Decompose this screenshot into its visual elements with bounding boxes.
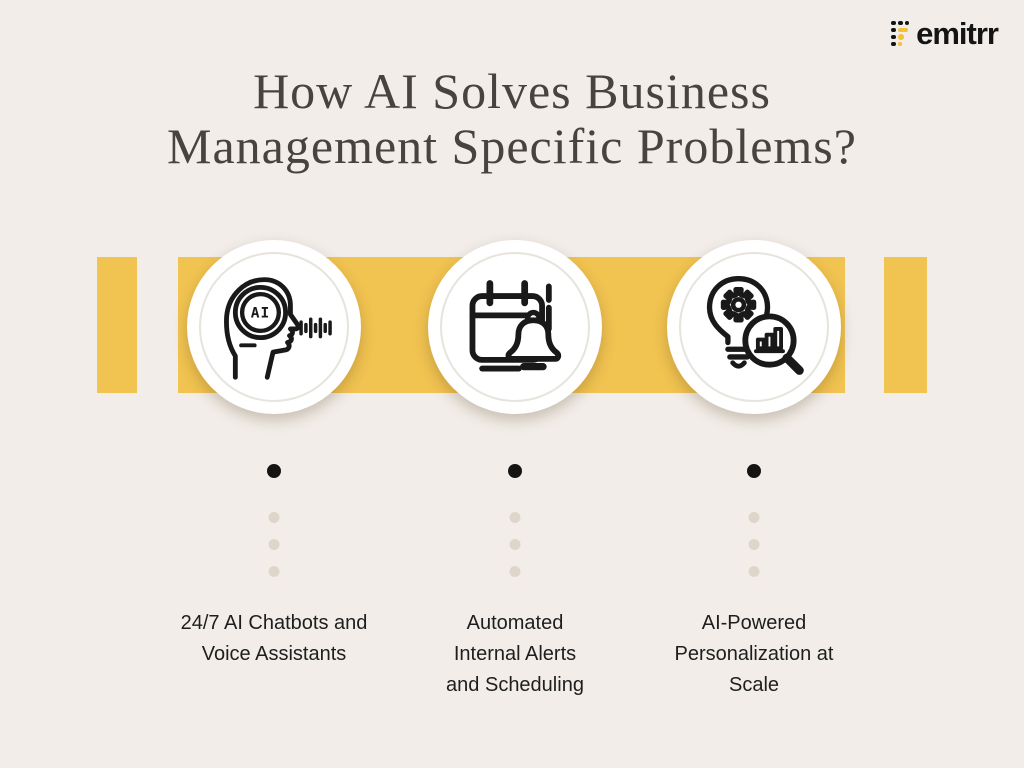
timeline-dot	[268, 539, 280, 550]
page-title: How AI Solves Business Management Specif…	[0, 64, 1024, 174]
label-line: and Scheduling	[446, 674, 584, 696]
calendar-bell-icon	[469, 280, 562, 372]
feature-label: 24/7 AI Chatbots and Voice Assistants	[144, 608, 404, 670]
bulb-gear-magnifier-icon	[706, 276, 804, 375]
ai-voice-assistant-icon: AI	[224, 277, 332, 380]
timeline-dot	[748, 539, 760, 550]
timeline-dot	[268, 512, 280, 523]
timeline-dots	[509, 512, 521, 577]
label-line: Internal Alerts	[453, 643, 577, 665]
feature-column-chatbots: AI 24/7 AI Chatbots and Voice Assistants	[144, 240, 404, 720]
feature-column-alerts: Automated Internal Alerts and Scheduling	[385, 240, 645, 720]
feature-circle	[667, 240, 841, 414]
ai-label-text: AI	[251, 305, 270, 321]
feature-circle	[428, 240, 602, 414]
feature-circle-inner	[679, 252, 829, 402]
accent-bar-left	[97, 257, 137, 393]
brand-logo: emitrr	[891, 16, 999, 51]
timeline-dot	[509, 539, 521, 550]
label-line: Scale	[728, 674, 780, 696]
timeline-dot	[748, 512, 760, 523]
feature-circle-inner: AI	[199, 252, 349, 402]
timeline-dots	[748, 512, 760, 577]
feature-column-personalization: AI-Powered Personalization at Scale	[624, 240, 884, 720]
label-line: AI-Powered	[701, 612, 807, 634]
feature-label: AI-Powered Personalization at Scale	[624, 608, 884, 701]
timeline-dots	[268, 512, 280, 577]
title-line-2: Management Specific Problems?	[167, 118, 857, 174]
label-line: Automated	[466, 612, 564, 634]
title-line-1: How AI Solves Business	[253, 63, 771, 119]
feature-label: Automated Internal Alerts and Scheduling	[385, 608, 645, 701]
timeline-dot	[509, 566, 521, 577]
timeline-dot	[748, 566, 760, 577]
label-line: Voice Assistants	[201, 643, 347, 665]
label-line: 24/7 AI Chatbots and	[180, 612, 368, 634]
timeline-marker-ring	[267, 464, 281, 478]
timeline-marker-ring	[747, 464, 761, 478]
timeline-dot	[509, 512, 521, 523]
accent-bar-right	[884, 257, 927, 393]
feature-circle: AI	[187, 240, 361, 414]
label-line: Personalization at	[674, 643, 834, 665]
brand-name: emitrr	[916, 16, 999, 51]
feature-circle-inner	[440, 252, 590, 402]
timeline-dot	[268, 566, 280, 577]
emitrr-logo-icon	[891, 20, 910, 47]
timeline-marker-ring	[508, 464, 522, 478]
